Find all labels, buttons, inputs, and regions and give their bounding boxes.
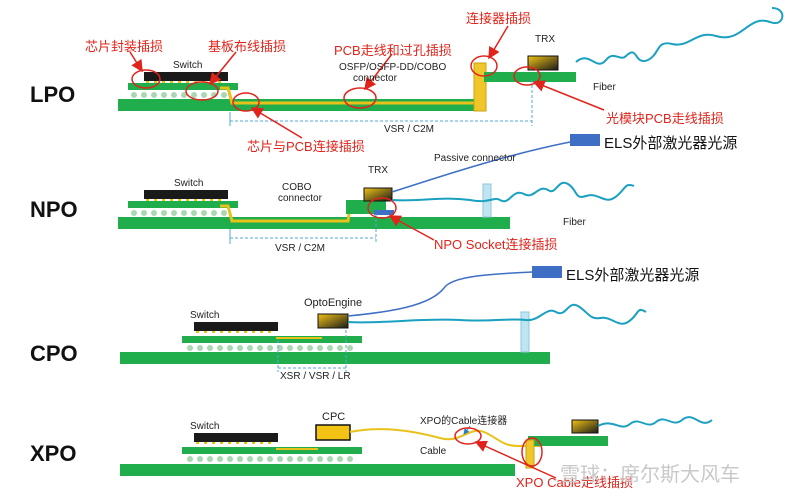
lpo-connector: [473, 62, 487, 112]
npo-diagram: [118, 134, 635, 244]
xpo-cpc-label: CPC: [322, 411, 346, 423]
xpo-solder-balls: [187, 456, 353, 462]
lpo-annotation-chip-pcb: 芯片与PCB连接插损: [247, 139, 365, 154]
xpo-cable: [349, 428, 540, 447]
watermark: 雪球：席尔斯大风车: [560, 464, 740, 486]
npo-cobo-label-2: connector: [278, 193, 322, 204]
lpo-trace: [220, 86, 476, 105]
npo-chip-bumps: [146, 199, 221, 201]
lpo-oval-module-pcb: [513, 66, 541, 86]
cpo-xsr-label: XSR / VSR / LR: [280, 371, 351, 382]
cpo-els-fiber: [347, 271, 533, 317]
npo-socket-base: [374, 210, 394, 215]
xpo-cable-connector-label: XPO的Cable连接器: [420, 416, 508, 427]
lpo-fiber: [575, 7, 784, 65]
lpo-oval-chip-pkg: [131, 69, 161, 89]
cpo-switch-chip: [194, 322, 278, 331]
lpo-arrow-pcb-via: [364, 53, 393, 91]
lpo-arrow-connector: [488, 25, 509, 60]
lpo-annotation-chip-pkg: 芯片封装插损: [85, 39, 164, 54]
xpo-diagram: [120, 416, 713, 479]
lpo-vsr-label: VSR / C2M: [384, 124, 435, 135]
npo-fiber: [391, 181, 635, 203]
xpo-main-pcb: [120, 464, 515, 476]
cpo-passive-connector: [520, 311, 530, 353]
xpo-cable-label: Cable: [420, 446, 447, 457]
xpo-annotation-cable: XPO Cable走线插损: [516, 475, 634, 490]
lpo-oval-substrate: [185, 81, 219, 101]
npo-trx-label: TRX: [368, 165, 388, 176]
xpo-trx: [571, 419, 599, 434]
lpo-diagram: [118, 7, 784, 139]
cpo-els-source: [532, 266, 562, 278]
lpo-connector-label-1: OSFP/OSFP-DD/COBO: [339, 62, 447, 73]
lpo-arrow-chip-pcb: [250, 107, 303, 139]
cpo-optoengine: [317, 313, 349, 329]
row-label-xpo: XPO: [30, 441, 77, 466]
lpo-arrow-module-pcb: [532, 80, 605, 111]
lpo-oval-pcb-via: [343, 87, 377, 109]
npo-vsr-label: VSR / C2M: [275, 243, 326, 254]
lpo-oval-connector: [470, 55, 498, 77]
cpo-optoengine-label: OptoEngine: [304, 297, 363, 309]
lpo-arrow-chip-pkg: [129, 51, 143, 73]
lpo-oval-chip-pcb: [232, 92, 260, 112]
npo-annotation-socket: NPO Socket连接插损: [434, 237, 558, 252]
lpo-switch-label: Switch: [173, 60, 203, 71]
lpo-trx-label: TRX: [535, 34, 555, 45]
xpo-substrate: [182, 447, 362, 454]
npo-switch-label: Switch: [174, 178, 204, 189]
lpo-annotation-pcb-via: PCB走线和过孔插损: [334, 43, 452, 58]
xpo-chip-bumps: [196, 442, 271, 444]
row-label-npo: NPO: [30, 197, 78, 222]
xpo-cpc: [315, 424, 351, 441]
xpo-oval-cable: [454, 427, 482, 445]
npo-switch-chip: [144, 190, 228, 199]
cpo-switch-label: Switch: [190, 310, 220, 321]
npo-solder-balls: [131, 210, 227, 216]
xpo-switch-chip: [194, 433, 278, 442]
xpo-module-pcb: [528, 436, 608, 446]
cpo-main-pcb: [120, 352, 550, 364]
lpo-annotation-module-pcb: 光模块PCB走线插损: [606, 111, 724, 126]
lpo-arrow-substrate: [209, 51, 237, 86]
xpo-fiber: [597, 416, 713, 428]
lpo-connector-label-2: connector: [353, 73, 397, 84]
npo-oval-socket: [367, 197, 397, 219]
xpo-oval-module: [521, 437, 543, 467]
cpo-substrate: [182, 336, 362, 343]
npo-els-label: ELS外部激光器光源: [604, 135, 738, 152]
npo-fiber-label: Fiber: [563, 217, 586, 228]
lpo-trx: [527, 55, 559, 71]
cpo-els-label: ELS外部激光器光源: [566, 267, 700, 284]
lpo-annotation-substrate: 基板布线插损: [208, 39, 287, 54]
npo-main-pcb: [118, 217, 510, 229]
npo-arrow-socket: [388, 215, 435, 241]
xpo-switch-label: Switch: [190, 421, 220, 432]
lpo-solder-balls: [131, 92, 227, 98]
lpo-switch-chip: [144, 72, 228, 81]
npo-substrate: [128, 201, 238, 208]
lpo-substrate: [128, 83, 238, 90]
npo-els-source: [570, 134, 600, 146]
lpo-module-pcb: [484, 72, 576, 82]
cpo-diagram: [120, 266, 647, 372]
npo-els-fiber: [391, 141, 571, 193]
cpo-chip-bumps: [196, 331, 271, 333]
cpo-fiber: [347, 303, 647, 325]
lpo-main-pcb: [118, 99, 480, 111]
npo-cobo-label-1: COBO: [282, 182, 312, 193]
npo-passive-label: Passive connector: [434, 153, 516, 164]
cpo-solder-balls: [187, 345, 353, 351]
lpo-annotation-connector: 连接器插损: [466, 11, 532, 26]
row-label-cpo: CPO: [30, 341, 78, 366]
xpo-arrow-cable: [474, 440, 557, 479]
xpo-module-connector: [525, 439, 535, 469]
lpo-fiber-label: Fiber: [593, 82, 616, 93]
row-label-lpo: LPO: [30, 82, 76, 107]
